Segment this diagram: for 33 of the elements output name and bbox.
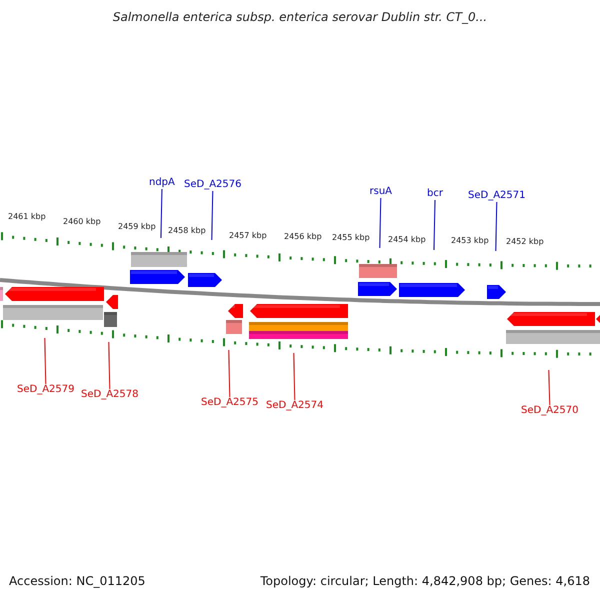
- leader-line: [228, 350, 230, 398]
- gene-label: SeD_A2578: [81, 389, 138, 401]
- scale-label: 2460 kbp: [63, 216, 101, 227]
- scale-label: 2455 kbp: [332, 232, 370, 243]
- scale-label: 2453 kbp: [451, 235, 489, 246]
- scale-label: 2461 kbp: [8, 211, 46, 222]
- gene-label: SeD_A2575: [201, 397, 258, 409]
- scale-label: 2457 kbp: [229, 230, 267, 241]
- scale-label: 2452 kbp: [506, 236, 544, 247]
- gene-label: ndpA: [149, 177, 175, 189]
- gene-label: SeD_A2574: [266, 400, 324, 412]
- gene-label: SeD_A2576: [184, 179, 242, 191]
- accession-label: Accession: NC_011205: [9, 574, 146, 588]
- gene-label: SeD_A2579: [17, 384, 74, 396]
- leader-line: [44, 338, 46, 384]
- gene-label: bcr: [427, 188, 443, 200]
- leader-line: [495, 202, 498, 252]
- scale-label: 2454 kbp: [388, 234, 426, 245]
- genome-info: Topology: circular; Length: 4,842,908 bp; Genes: 4,618: [260, 574, 590, 588]
- leader-line: [160, 188, 162, 238]
- scale-label: 2459 kbp: [118, 221, 156, 232]
- gene-label: SeD_A2570: [521, 405, 578, 417]
- gene-label: rsuA: [370, 186, 392, 198]
- scale-label: 2458 kbp: [168, 225, 206, 236]
- leader-line: [293, 352, 296, 400]
- scale-label: 2456 kbp: [284, 231, 322, 242]
- leader-line: [211, 190, 214, 240]
- leader-line: [433, 200, 436, 250]
- leader-line: [379, 198, 382, 248]
- gene-label: SeD_A2571: [468, 190, 526, 202]
- leader-line: [108, 342, 110, 390]
- title: Salmonella enterica subsp. enterica serovar Dublin str. CT_0...: [112, 10, 488, 24]
- leader-line: [548, 370, 550, 406]
